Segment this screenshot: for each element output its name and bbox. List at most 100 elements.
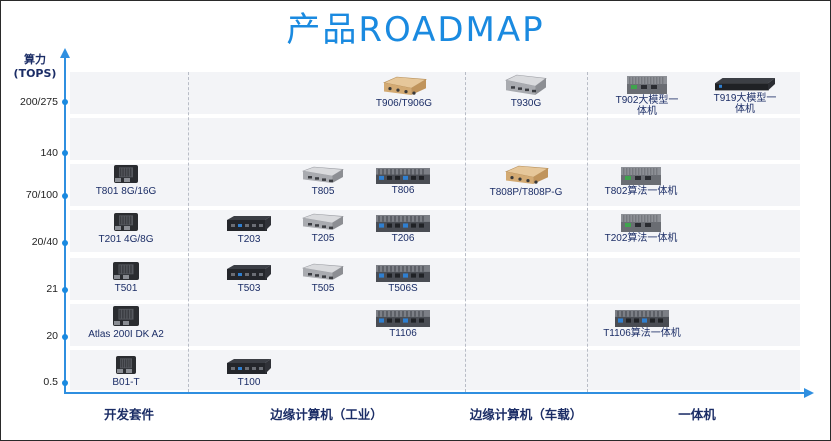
product-card: T202算法一体机 bbox=[601, 212, 681, 244]
product-card: T801 8G/16G bbox=[86, 163, 166, 197]
dev-kit-board-device-icon bbox=[113, 306, 139, 326]
silver-box-device-icon bbox=[301, 263, 344, 280]
product-card: T930G bbox=[486, 73, 566, 109]
gold-box-device-icon bbox=[505, 165, 549, 184]
product-label: T801 8G/16G bbox=[95, 186, 157, 197]
dev-kit-board-device-icon bbox=[113, 262, 139, 280]
y-axis-label: 算力 (TOPS) bbox=[10, 53, 60, 81]
product-label: T930G bbox=[510, 98, 542, 109]
product-label: T1106算法一体机 bbox=[603, 328, 681, 339]
product-label: T506S bbox=[388, 283, 418, 294]
silver-box-device-icon bbox=[301, 213, 344, 230]
dark-box-device-icon bbox=[376, 310, 430, 327]
y-axis-label-line2: (TOPS) bbox=[13, 67, 57, 80]
black-box-device-icon bbox=[227, 359, 271, 374]
product-card: T1106算法一体机 bbox=[602, 308, 682, 339]
product-card: T806 bbox=[363, 166, 443, 196]
x-axis-arrow-icon bbox=[804, 388, 814, 398]
column-label-dev-kit: 开发套件 bbox=[103, 407, 154, 422]
product-card: T503 bbox=[209, 262, 289, 294]
product-label: T202算法一体机 bbox=[604, 233, 678, 244]
product-card: T505 bbox=[283, 262, 363, 294]
tier-tick-dot bbox=[62, 193, 68, 199]
tier-band-21 bbox=[70, 258, 800, 300]
dev-kit-board-device-icon bbox=[114, 165, 138, 183]
product-card: T906/T906G bbox=[364, 75, 444, 109]
product-card: T902大模型一体机 bbox=[607, 74, 687, 117]
black-box-device-icon bbox=[227, 216, 271, 231]
column-label-all-in-one: 一体机 bbox=[678, 407, 716, 422]
rack-server-device-icon bbox=[715, 78, 775, 91]
product-label: T906/T906G bbox=[375, 98, 433, 109]
column-label-industrial: 边缘计算机（工业） bbox=[270, 407, 383, 422]
tier-band-20-40 bbox=[70, 210, 800, 252]
tier-band-200-275 bbox=[70, 72, 800, 114]
product-label: T806 bbox=[391, 185, 415, 196]
product-label: T203 bbox=[237, 234, 261, 245]
product-label: T100 bbox=[237, 377, 261, 388]
tier-tick-label: 0.5 bbox=[43, 376, 58, 388]
tier-tick-label: 70/100 bbox=[25, 189, 58, 201]
tier-band-140 bbox=[70, 118, 800, 160]
tier-tick-dot bbox=[62, 380, 68, 386]
product-card: T205 bbox=[283, 212, 363, 244]
y-axis-arrow-icon bbox=[60, 48, 70, 58]
product-label: T503 bbox=[237, 283, 261, 294]
tier-band-0-5 bbox=[70, 350, 800, 390]
product-card: T501 bbox=[86, 260, 166, 294]
product-card: T506S bbox=[363, 263, 443, 294]
grey-chassis-device-icon bbox=[621, 214, 661, 232]
product-card: T919大模型一体机 bbox=[705, 76, 785, 115]
product-label: T802算法一体机 bbox=[604, 186, 678, 197]
product-label: T805 bbox=[311, 186, 335, 197]
silver-box-device-icon bbox=[301, 166, 344, 183]
product-card: T808P/T808P-G bbox=[486, 164, 566, 198]
tier-band-20 bbox=[70, 304, 800, 346]
product-label: T201 4G/8G bbox=[98, 234, 154, 245]
tier-tick-label: 140 bbox=[40, 147, 58, 159]
grey-chassis-device-icon bbox=[627, 76, 667, 94]
tier-tick-dot bbox=[62, 334, 68, 340]
tier-tick-label: 20/40 bbox=[31, 236, 58, 248]
product-card: T203 bbox=[209, 213, 289, 245]
y-axis-label-line1: 算力 bbox=[24, 53, 46, 66]
product-label: T902大模型一体机 bbox=[615, 95, 679, 117]
product-card: T802算法一体机 bbox=[601, 165, 681, 197]
tier-band-70-100 bbox=[70, 164, 800, 206]
dev-kit-board-device-icon bbox=[116, 356, 136, 374]
tier-tick-dot bbox=[62, 99, 68, 105]
product-label: T919大模型一体机 bbox=[713, 93, 777, 115]
tier-tick-dot bbox=[62, 287, 68, 293]
grey-chassis-device-icon bbox=[621, 167, 661, 185]
tier-tick-label: 200/275 bbox=[20, 96, 58, 108]
column-label-vehicle: 边缘计算机（车载） bbox=[469, 407, 583, 422]
product-card: T201 4G/8G bbox=[86, 211, 166, 245]
column-separator bbox=[465, 72, 466, 392]
tier-tick-label: 21 bbox=[46, 283, 58, 295]
product-card: Atlas 200I DK A2 bbox=[81, 304, 171, 340]
tier-tick-label: 20 bbox=[46, 330, 58, 342]
dark-box-device-icon bbox=[376, 215, 430, 232]
dark-box-device-icon bbox=[615, 310, 669, 327]
y-axis-line bbox=[64, 56, 66, 394]
product-label: B01-T bbox=[112, 377, 140, 388]
column-separator bbox=[587, 72, 588, 392]
tier-tick-dot bbox=[62, 150, 68, 156]
product-card: T100 bbox=[209, 356, 289, 388]
product-card: T805 bbox=[283, 165, 363, 197]
x-axis-line bbox=[64, 392, 806, 394]
dev-kit-board-device-icon bbox=[114, 213, 138, 231]
product-card: T1106 bbox=[363, 308, 443, 339]
product-label: T501 bbox=[114, 283, 138, 294]
product-label: T206 bbox=[391, 233, 415, 244]
product-card: B01-T bbox=[86, 354, 166, 388]
dark-box-device-icon bbox=[376, 265, 430, 282]
dark-box-device-icon bbox=[376, 168, 430, 184]
column-separator bbox=[188, 72, 189, 392]
silver-box-device-icon bbox=[505, 74, 547, 95]
product-card: T206 bbox=[363, 213, 443, 244]
product-label: T808P/T808P-G bbox=[489, 187, 563, 198]
product-label: T505 bbox=[311, 283, 335, 294]
tier-tick-dot bbox=[62, 240, 68, 246]
product-label: Atlas 200I DK A2 bbox=[88, 329, 164, 340]
